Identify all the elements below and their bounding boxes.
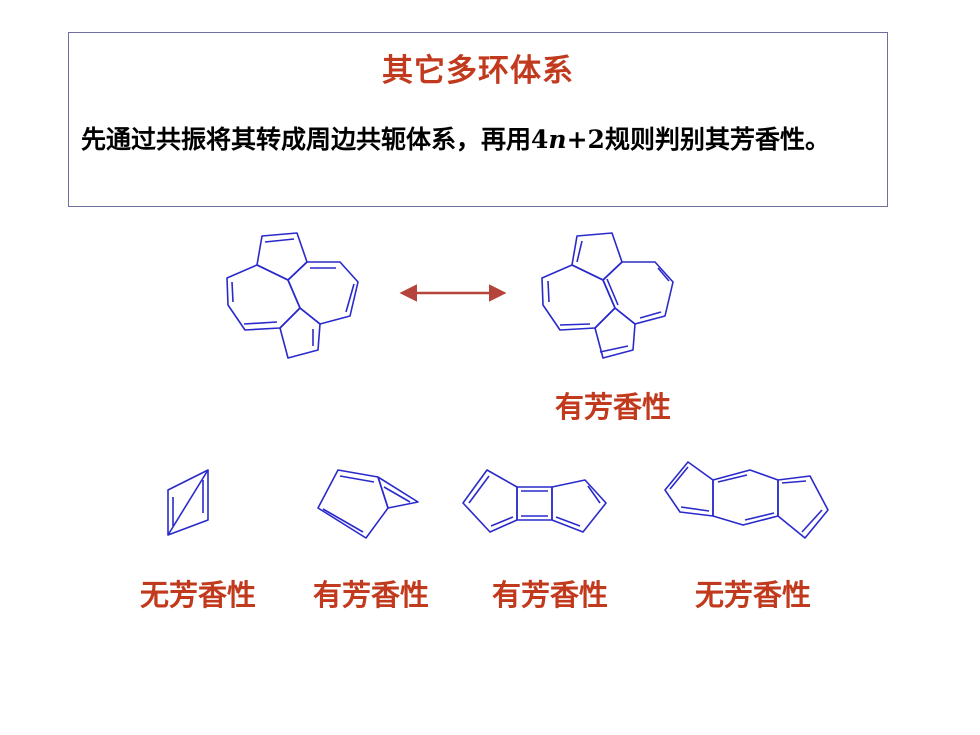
slide-title: 其它多环体系 (382, 53, 574, 89)
molecule-azulenoid-b (541, 232, 674, 359)
molecule-bicyclobutadiene (167, 469, 209, 536)
label-nonaromatic-4: 无芳香性 (695, 578, 812, 612)
desc-formula-num: 4 (531, 125, 549, 154)
label-aromatic-2: 有芳香性 (313, 578, 430, 612)
molecule-cyclopropa-cyclopentadiene (317, 469, 419, 539)
molecule-azulenoid-a (226, 232, 359, 359)
desc-part1: 先通过共振将其转成周边共轭体系，再用 (81, 125, 532, 154)
label-aromatic-3: 有芳香性 (492, 578, 609, 612)
desc-part2: 规则判别其芳香性。 (604, 125, 830, 154)
label-aromatic-top: 有芳香性 (555, 390, 672, 424)
molecule-s-indacene (664, 461, 829, 539)
molecule-dicyclopenta-cyclobutadiene (462, 469, 607, 533)
desc-formula-rest: +2 (566, 125, 605, 154)
text-box: 其它多环体系 先通过共振将其转成周边共轭体系，再用4n+2规则判别其芳香性。 (68, 32, 888, 207)
desc-formula-var: n (548, 125, 567, 154)
slide-description: 先通过共振将其转成周边共轭体系，再用4n+2规则判别其芳香性。 (81, 121, 881, 158)
label-nonaromatic-1: 无芳香性 (140, 578, 257, 612)
